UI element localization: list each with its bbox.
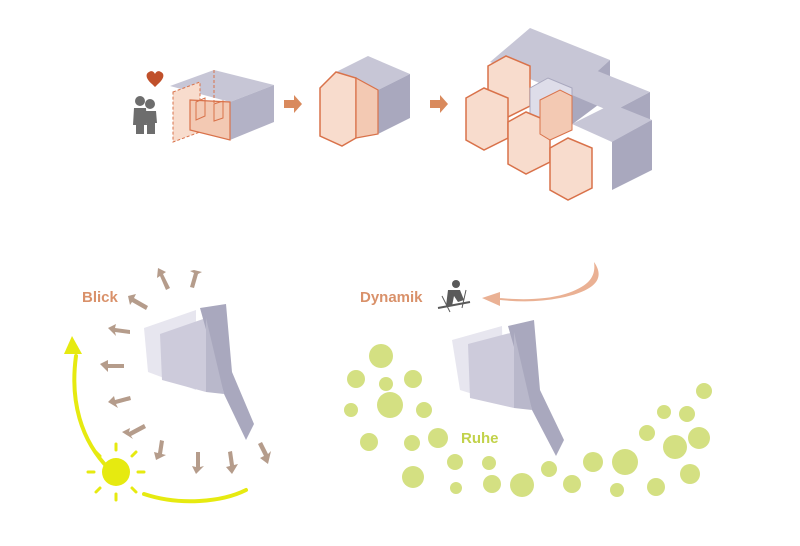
- small-house: [170, 70, 274, 143]
- sun-icon: [86, 442, 146, 502]
- sun-path: [72, 354, 248, 504]
- blick-label: Blick: [82, 289, 119, 306]
- hex-module: [319, 56, 410, 147]
- view-arrows: [100, 268, 271, 474]
- arrow-step-1: [284, 95, 302, 113]
- couple-icon: [133, 96, 157, 134]
- dynamic-arrow: [482, 262, 599, 306]
- dynamik-label: Dynamik: [360, 289, 423, 306]
- skier-icon: [437, 280, 471, 313]
- sun-path-arrowhead: [64, 336, 82, 354]
- building-right: [452, 320, 564, 456]
- ruhe-label: Ruhe: [461, 430, 499, 447]
- building-left: [144, 304, 254, 440]
- heart-icon: [146, 71, 164, 87]
- arrow-step-2: [430, 95, 448, 113]
- calm-circles: [344, 344, 712, 497]
- hex-cluster: [465, 28, 652, 201]
